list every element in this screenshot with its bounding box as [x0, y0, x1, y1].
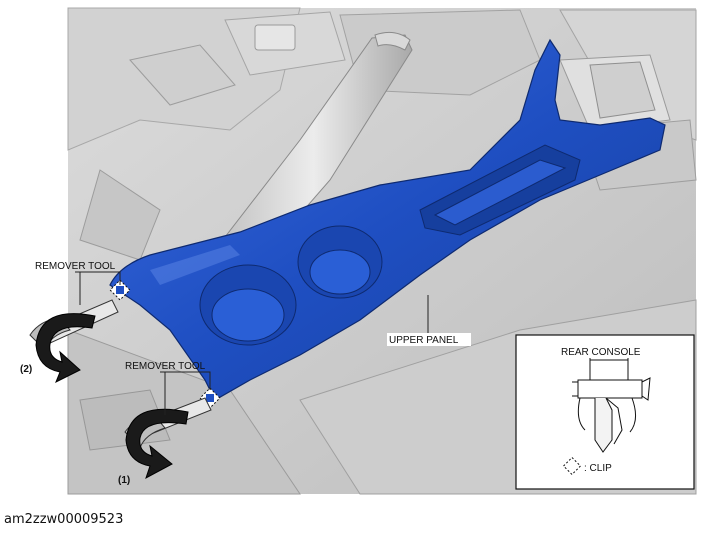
- upper-panel: [109, 38, 666, 401]
- arrow-lower-icon: [125, 408, 189, 480]
- arrow-upper-icon: [35, 313, 96, 384]
- clip-detail-inset: REAR CONSOLE : CLIP: [515, 334, 695, 490]
- remover-tool-label-lower: REMOVER TOOL: [125, 361, 206, 372]
- step-1-label: (1): [118, 475, 130, 486]
- upper-panel-label: UPPER PANEL: [389, 335, 459, 346]
- clip-marker-upper: [109, 279, 131, 301]
- clip-legend-label: : CLIP: [584, 463, 612, 474]
- remover-tool-label-upper: REMOVER TOOL: [35, 261, 116, 272]
- step-2-label: (2): [20, 364, 32, 375]
- figure-code: am2zzw00009523: [4, 512, 124, 527]
- rear-console-label: REAR CONSOLE: [561, 347, 641, 358]
